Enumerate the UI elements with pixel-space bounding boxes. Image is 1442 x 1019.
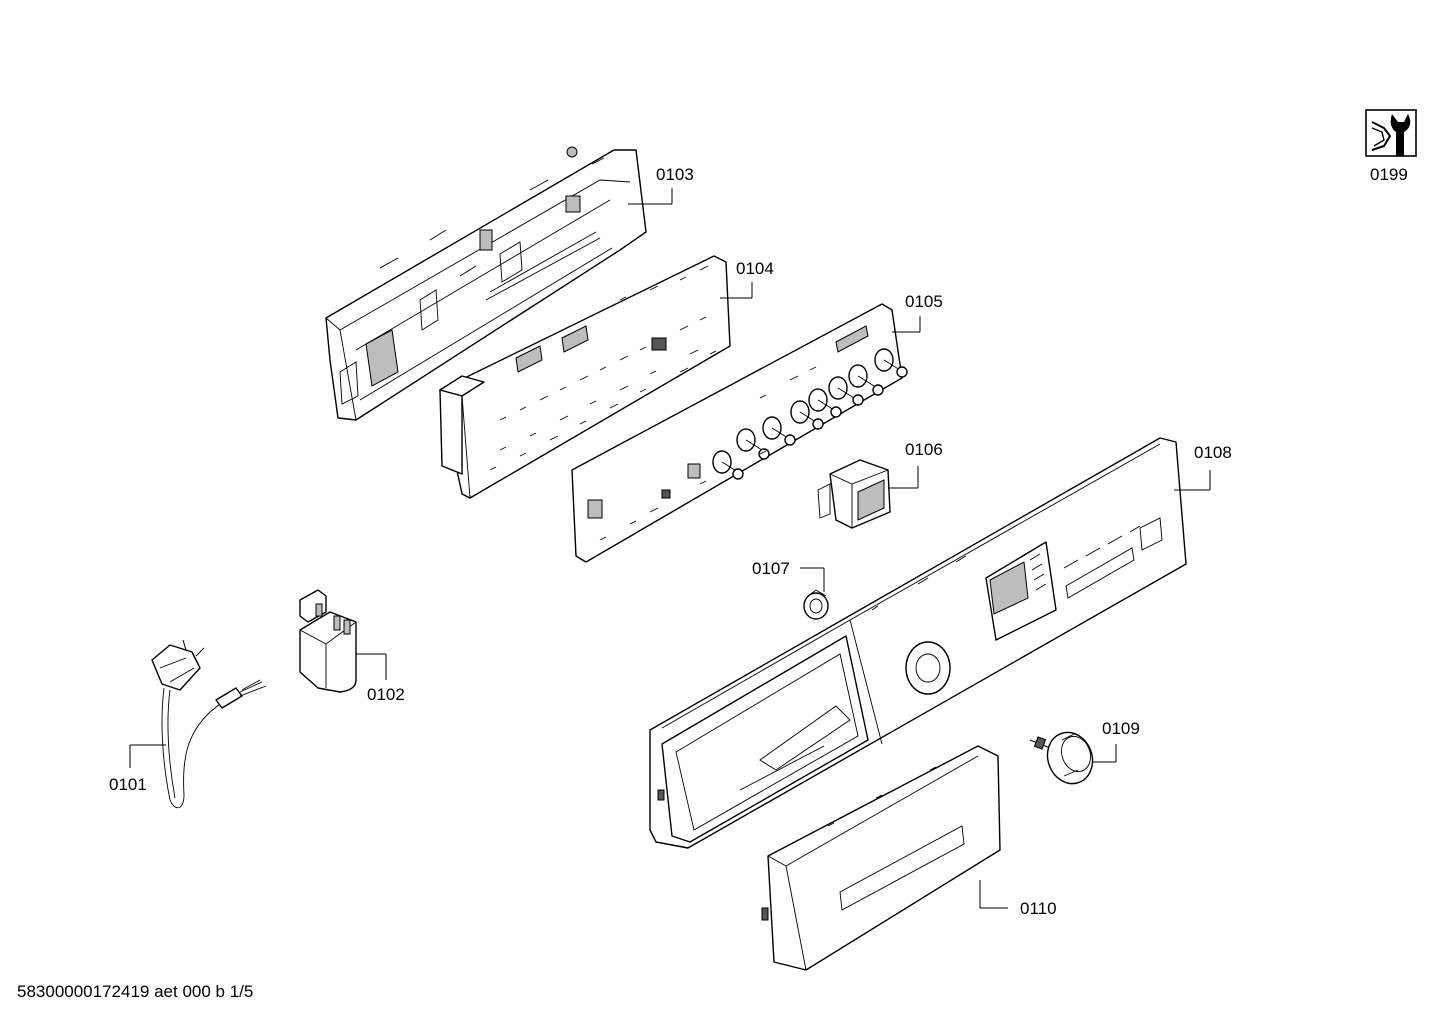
part-0108-control-panel-fascia[interactable] — [649, 437, 1187, 849]
service-wrench-icon — [1365, 109, 1417, 157]
part-0106-display-module[interactable] — [817, 459, 891, 529]
label-0102: 0102 — [367, 685, 405, 704]
part-0102-interference-filter[interactable] — [299, 589, 357, 693]
label-0104: 0104 — [736, 259, 774, 278]
label-0101: 0101 — [109, 775, 147, 794]
label-0108: 0108 — [1194, 443, 1232, 462]
part-0107-knob-insert[interactable] — [803, 589, 829, 620]
document-id: 58300000172419 aet 000 b 1/5 — [17, 982, 254, 1001]
label-0103: 0103 — [656, 165, 694, 184]
label-0199: 0199 — [1370, 165, 1408, 184]
label-0107: 0107 — [752, 559, 790, 578]
label-0109: 0109 — [1102, 719, 1140, 738]
label-0110: 0110 — [1020, 899, 1057, 918]
part-0110-drawer-handle[interactable] — [761, 745, 1001, 971]
part-0103-control-housing[interactable] — [325, 146, 647, 421]
label-0105: 0105 — [905, 292, 943, 311]
part-0109-programme-knob[interactable] — [1029, 726, 1100, 790]
label-0106: 0106 — [905, 440, 943, 459]
part-0105-control-board[interactable] — [571, 303, 908, 563]
part-0101-power-cord[interactable] — [151, 639, 267, 809]
part-0104-power-module[interactable] — [439, 255, 731, 499]
